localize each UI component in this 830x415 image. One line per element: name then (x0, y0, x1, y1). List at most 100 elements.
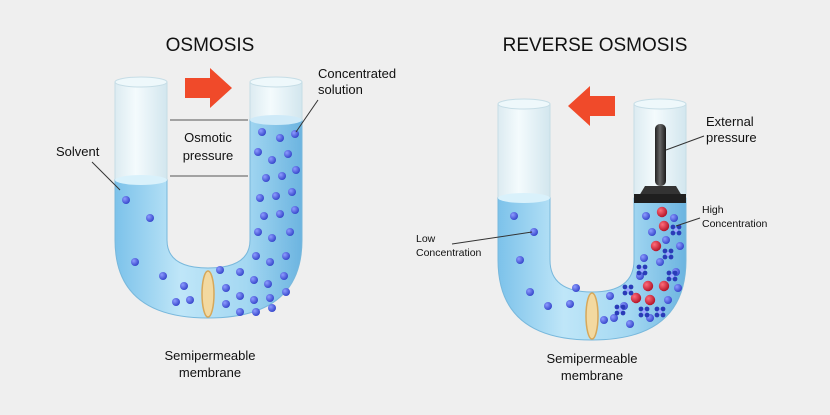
solute-particle (266, 258, 274, 266)
solute-particle (254, 228, 262, 236)
water-particle (642, 212, 650, 220)
solute-molecule (622, 284, 634, 296)
water-particle (606, 292, 614, 300)
water-particle (640, 254, 648, 262)
solute-particle (288, 188, 296, 196)
water-particle (656, 258, 664, 266)
high-concentration-label-2: Concentration (702, 218, 768, 230)
water-particle (662, 236, 670, 244)
ro-left-tube-glass (497, 103, 551, 201)
solute-particle (222, 300, 230, 308)
low-concentration-label-2: Concentration (416, 247, 482, 259)
solvent-particle (131, 258, 139, 266)
water-particle (566, 300, 574, 308)
solute-particle (276, 134, 284, 142)
solute-particle (292, 166, 300, 174)
solute-particle (276, 210, 284, 218)
solvent-label: Solvent (56, 144, 100, 159)
external-pressure-label-2: pressure (706, 130, 757, 145)
solvent-particle (172, 298, 180, 306)
water-particle (626, 320, 634, 328)
salt-particle (658, 280, 670, 292)
solute-particle (282, 288, 290, 296)
solvent-particle (146, 214, 154, 222)
solute-particle (252, 252, 260, 260)
solute-molecule (666, 270, 678, 282)
solute-particle (286, 228, 294, 236)
solute-molecule (670, 224, 682, 236)
solute-particle (272, 192, 280, 200)
solvent-surface (115, 175, 167, 185)
solute-particle (216, 266, 224, 274)
solvent-particle (186, 296, 194, 304)
solution-surface (250, 115, 302, 125)
high-concentration-label-1: High (702, 204, 724, 216)
solute-particle (250, 276, 258, 284)
osmotic-pressure-label-1: Osmotic (184, 130, 232, 145)
solute-particle (266, 294, 274, 302)
solute-molecule (638, 306, 650, 318)
reverse-osmosis-title: REVERSE OSMOSIS (503, 35, 688, 56)
solute-particle (268, 234, 276, 242)
solute-particle (278, 172, 286, 180)
solvent-particle (180, 282, 188, 290)
salt-particle (658, 220, 670, 232)
salt-particle (650, 240, 662, 252)
osmosis-particles (122, 128, 300, 316)
solute-particle (268, 304, 276, 312)
solvent-particle (122, 196, 130, 204)
external-pressure-label-1: External (706, 114, 754, 129)
concentrated-pointer (295, 99, 319, 133)
solute-particle (236, 292, 244, 300)
osmosis-membrane-label-2: membrane (179, 365, 241, 380)
solute-particle (262, 174, 270, 182)
solute-particle (250, 296, 258, 304)
solute-particle (282, 252, 290, 260)
osmosis-membrane (201, 270, 215, 318)
water-particle (676, 242, 684, 250)
solute-particle (236, 308, 244, 316)
solute-particle (260, 212, 268, 220)
ro-membrane (585, 292, 599, 340)
osmosis-water (114, 119, 303, 319)
water-particle (526, 288, 534, 296)
solute-molecule (662, 248, 674, 260)
ro-membrane-label-1: Semipermeable (546, 351, 637, 366)
water-particle (516, 256, 524, 264)
solute-particle (291, 206, 299, 214)
salt-particle (656, 206, 668, 218)
low-concentration-label-1: Low (416, 233, 436, 245)
solute-molecule (636, 264, 648, 276)
osmosis-membrane-label-1: Semipermeable (164, 348, 255, 363)
salt-particle (642, 280, 654, 292)
salt-particle (644, 294, 656, 306)
concentrated-label-1: Concentrated (318, 66, 396, 81)
solute-particle (254, 148, 262, 156)
osmosis-title: OSMOSIS (166, 35, 255, 56)
solute-molecule (614, 304, 626, 316)
water-particle (670, 214, 678, 222)
osmotic-pressure-label-2: pressure (183, 148, 234, 163)
water-particle (648, 228, 656, 236)
water-particle (674, 284, 682, 292)
water-particle (510, 212, 518, 220)
solute-particle (256, 194, 264, 202)
external-pointer (665, 135, 705, 151)
low-pointer (451, 231, 533, 245)
water-particle (572, 284, 580, 292)
solvent-pointer (91, 161, 121, 191)
water-particle (530, 228, 538, 236)
solvent-particle (159, 272, 167, 280)
solute-particle (284, 150, 292, 158)
solute-particle (222, 284, 230, 292)
right-arrow-icon (185, 68, 232, 108)
solute-particle (264, 280, 272, 288)
concentrated-label-2: solution (318, 82, 363, 97)
left-tube-glass (114, 81, 168, 183)
ro-particles (510, 206, 684, 328)
water-particle (610, 314, 618, 322)
reverse-osmosis-panel: REVERSE OSMOSIS External pressure High C… (416, 35, 768, 383)
solute-molecule (654, 306, 666, 318)
high-pointer (675, 217, 701, 227)
